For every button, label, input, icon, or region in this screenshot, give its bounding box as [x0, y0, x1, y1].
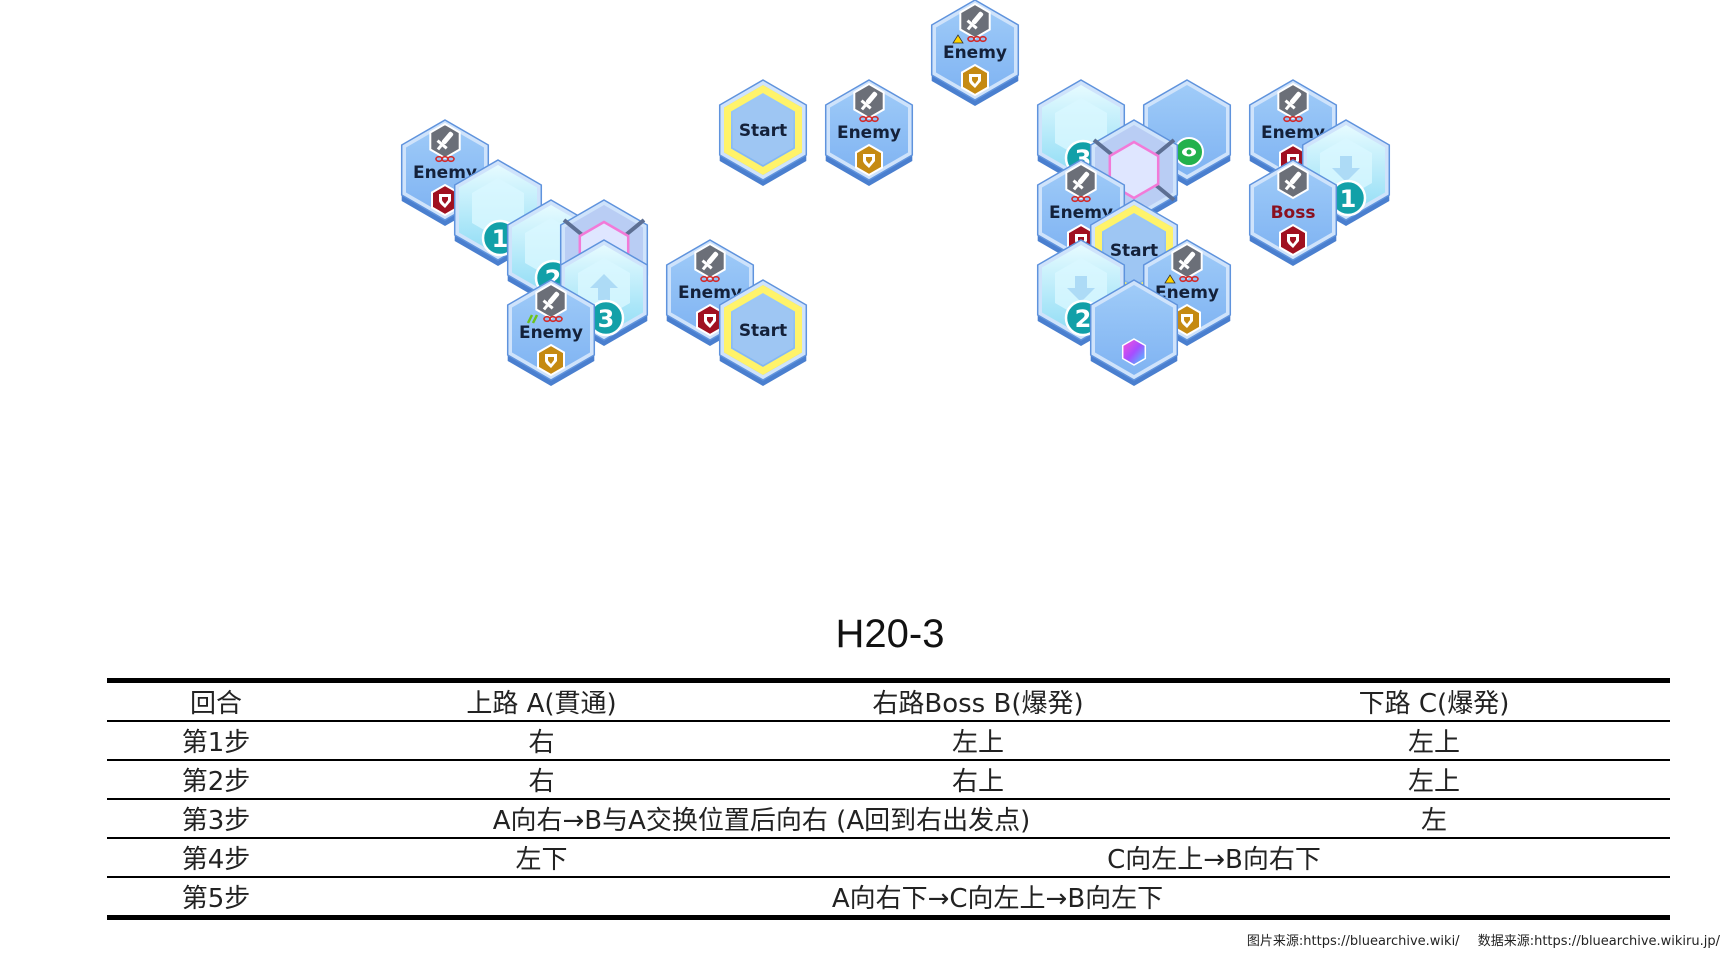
- header-route-c: 下路 C(爆発): [1198, 680, 1670, 722]
- step-label: 第2步: [107, 760, 325, 800]
- enemy-tile-bottom-left: Enemy: [506, 279, 596, 386]
- warp-number: 2: [1075, 305, 1092, 333]
- route-b-move: 左上: [758, 721, 1198, 761]
- goal-crystal-icon: [1121, 338, 1147, 366]
- route-ab-move: A向右→B与A交换位置后向右 (A回到右出发点): [325, 799, 1198, 839]
- enemy-label: Enemy: [837, 123, 901, 143]
- table-row: 第5步 A向右下→C向左上→B向左下: [107, 877, 1670, 918]
- danger-marks-icon: [435, 155, 455, 163]
- image-source-credit: 图片来源:https://bluearchive.wiki/: [1246, 934, 1460, 949]
- enemy-tile-top: Enemy: [930, 0, 1020, 106]
- table-header-row: 回合 上路 A(貫通) 右路Boss B(爆発) 下路 C(爆発): [107, 680, 1670, 722]
- steps-table: 回合 上路 A(貫通) 右路Boss B(爆発) 下路 C(爆発) 第1步 右 …: [107, 678, 1670, 920]
- route-c-move: 左上: [1198, 721, 1670, 761]
- route-bc-move: C向左上→B向右下: [758, 838, 1670, 878]
- route-a-move: 右: [325, 760, 758, 800]
- danger-marks-icon: [859, 115, 879, 123]
- table-row: 第3步 A向右→B与A交换位置后向右 (A回到右出发点) 左: [107, 799, 1670, 839]
- enemy-label: Enemy: [1261, 123, 1325, 143]
- alert-icon: [952, 34, 964, 44]
- route-c-move: 左: [1198, 799, 1670, 839]
- arrow-up-icon: [590, 274, 618, 300]
- danger-marks-icon: [967, 35, 987, 43]
- stage-title: H20-3: [835, 612, 945, 656]
- boss-tile: Boss: [1248, 159, 1338, 266]
- danger-marks-icon: [1283, 115, 1303, 123]
- step-label: 第3步: [107, 799, 325, 839]
- danger-marks-icon: [543, 315, 563, 323]
- start-tile-top-left: Start: [718, 79, 808, 186]
- route-b-move: 右上: [758, 760, 1198, 800]
- enemy-label: Enemy: [519, 323, 583, 343]
- enemy-label: Enemy: [413, 163, 477, 183]
- goal-tile: [1089, 279, 1179, 386]
- table-row: 第2步 右 右上 左上: [107, 760, 1670, 800]
- route-a-move: 右: [325, 721, 758, 761]
- enemy-label: Enemy: [1155, 283, 1219, 303]
- scout-tile: [1142, 79, 1232, 186]
- start-ring: [724, 284, 802, 376]
- danger-marks-icon: [1071, 195, 1091, 203]
- route-c-move: 左上: [1198, 760, 1670, 800]
- arrow-down-icon: [1332, 156, 1360, 182]
- credits: 图片来源:https://bluearchive.wiki/ 数据来源:http…: [1247, 930, 1720, 949]
- start-label: Start: [739, 321, 787, 341]
- warp-number: 1: [492, 225, 509, 253]
- route-abc-move: A向右下→C向左上→B向左下: [831, 884, 1164, 914]
- enemy-tile-upper-left: Enemy: [824, 79, 914, 186]
- arrow-down-icon: [1067, 276, 1095, 302]
- assist-icon: [526, 314, 539, 324]
- header-route-b: 右路Boss B(爆発): [758, 680, 1198, 722]
- start-label: Start: [1110, 241, 1158, 261]
- enemy-label: Enemy: [678, 283, 742, 303]
- warp-number: 1: [1340, 185, 1357, 213]
- enemy-label: Enemy: [943, 43, 1007, 63]
- table-row: 第4步 左下 C向左上→B向右下: [107, 838, 1670, 878]
- warp-number: 3: [598, 305, 615, 333]
- step-label: 第4步: [107, 838, 325, 878]
- step-label: 第5步: [181, 884, 251, 914]
- data-source-credit: 数据来源:https://bluearchive.wikiru.jp/: [1477, 934, 1720, 949]
- danger-marks-icon: [700, 275, 720, 283]
- header-turn: 回合: [107, 680, 325, 722]
- start-tile-bottom-left: Start: [718, 279, 808, 386]
- alert-icon: [1164, 274, 1176, 284]
- start-ring: [724, 84, 802, 176]
- table-row: 第1步 右 左上 左上: [107, 721, 1670, 761]
- route-a-move: 左下: [325, 838, 758, 878]
- start-label: Start: [739, 121, 787, 141]
- step-label: 第1步: [107, 721, 325, 761]
- enemy-label: Enemy: [1049, 203, 1113, 223]
- boss-label: Boss: [1271, 203, 1316, 223]
- header-route-a: 上路 A(貫通): [325, 680, 758, 722]
- danger-marks-icon: [1179, 275, 1199, 283]
